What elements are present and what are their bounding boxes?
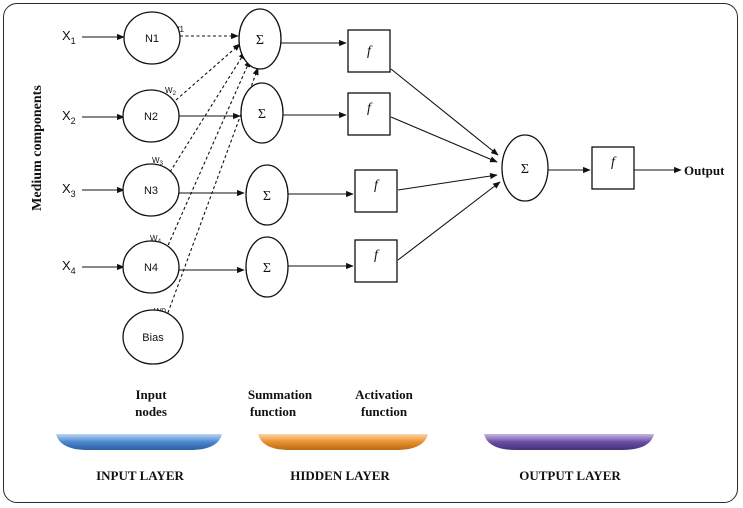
svg-text:f: f — [374, 178, 380, 193]
svg-text:X3: X3 — [62, 181, 76, 199]
summation-label-line1: Summation — [248, 387, 313, 402]
weight-line-w4 — [165, 59, 251, 251]
svg-text:Σ: Σ — [263, 261, 271, 276]
summation-label-line2: function — [250, 404, 297, 419]
input-node-n3: N3 — [122, 163, 180, 217]
output-activation-box: f — [591, 146, 635, 190]
activation-box-4: f — [354, 239, 398, 283]
svg-text:Σ: Σ — [521, 162, 529, 177]
output-layer-bar — [484, 434, 654, 450]
output-sum-node: Σ — [501, 134, 549, 202]
svg-text:N4: N4 — [144, 262, 158, 274]
sum-node-1: Σ — [238, 8, 282, 70]
weight-label-w3: W3 — [152, 156, 164, 167]
svg-text:f: f — [367, 101, 373, 116]
hidden-layer-bar — [258, 434, 428, 450]
input-x3: X3 — [62, 181, 76, 199]
weight-line-w2 — [175, 43, 241, 101]
input-layer-label: INPUT LAYER — [96, 468, 184, 483]
input-node-n1: N1 — [123, 11, 181, 65]
svg-text:Σ: Σ — [256, 33, 264, 48]
activation-box-3: f — [354, 169, 398, 213]
input-node-n4: N4 — [122, 240, 180, 294]
act3-to-output-sum-arrow — [397, 172, 498, 191]
sum-node-2: Σ — [240, 82, 284, 144]
input-layer-bar — [56, 434, 222, 450]
input-x4: X4 — [62, 258, 76, 276]
svg-text:N1: N1 — [145, 33, 159, 45]
svg-text:Σ: Σ — [258, 107, 266, 122]
input-x1: X1 — [62, 28, 76, 46]
activation-label-line1: Activation — [355, 387, 414, 402]
act4-to-output-sum-arrow — [397, 181, 501, 261]
svg-text:X1: X1 — [62, 28, 76, 46]
svg-text:X2: X2 — [62, 108, 76, 126]
weight-line-w3 — [169, 51, 246, 173]
sum-node-4: Σ — [245, 236, 289, 298]
hidden-layer-label: HIDDEN LAYER — [290, 468, 390, 483]
svg-text:X4: X4 — [62, 258, 76, 276]
diagram-frame — [3, 3, 738, 503]
input-node-n2: N2 — [122, 89, 180, 143]
act2-to-output-sum-arrow — [390, 116, 498, 163]
input-x2: X2 — [62, 108, 76, 126]
output-layer-label: OUTPUT LAYER — [519, 468, 621, 483]
input-nodes-label-line1: Input — [135, 387, 167, 402]
activation-box-1: f — [347, 29, 391, 73]
svg-text:Bias: Bias — [142, 332, 164, 344]
activation-label-line2: function — [361, 404, 408, 419]
side-label: Medium components — [30, 85, 45, 211]
svg-text:f: f — [611, 155, 617, 170]
svg-text:f: f — [374, 248, 380, 263]
svg-text:f: f — [367, 44, 373, 59]
svg-text:N3: N3 — [144, 185, 158, 197]
output-label: Output — [684, 163, 725, 178]
weight-label-w2: W2 — [165, 86, 177, 97]
svg-text:N2: N2 — [144, 111, 158, 123]
activation-box-2: f — [347, 92, 391, 136]
sum-node-3: Σ — [245, 164, 289, 226]
svg-text:Σ: Σ — [263, 189, 271, 204]
input-nodes-label-line2: nodes — [135, 404, 167, 419]
act1-to-output-sum-arrow — [390, 68, 499, 156]
bias-node: Bias — [122, 309, 184, 365]
